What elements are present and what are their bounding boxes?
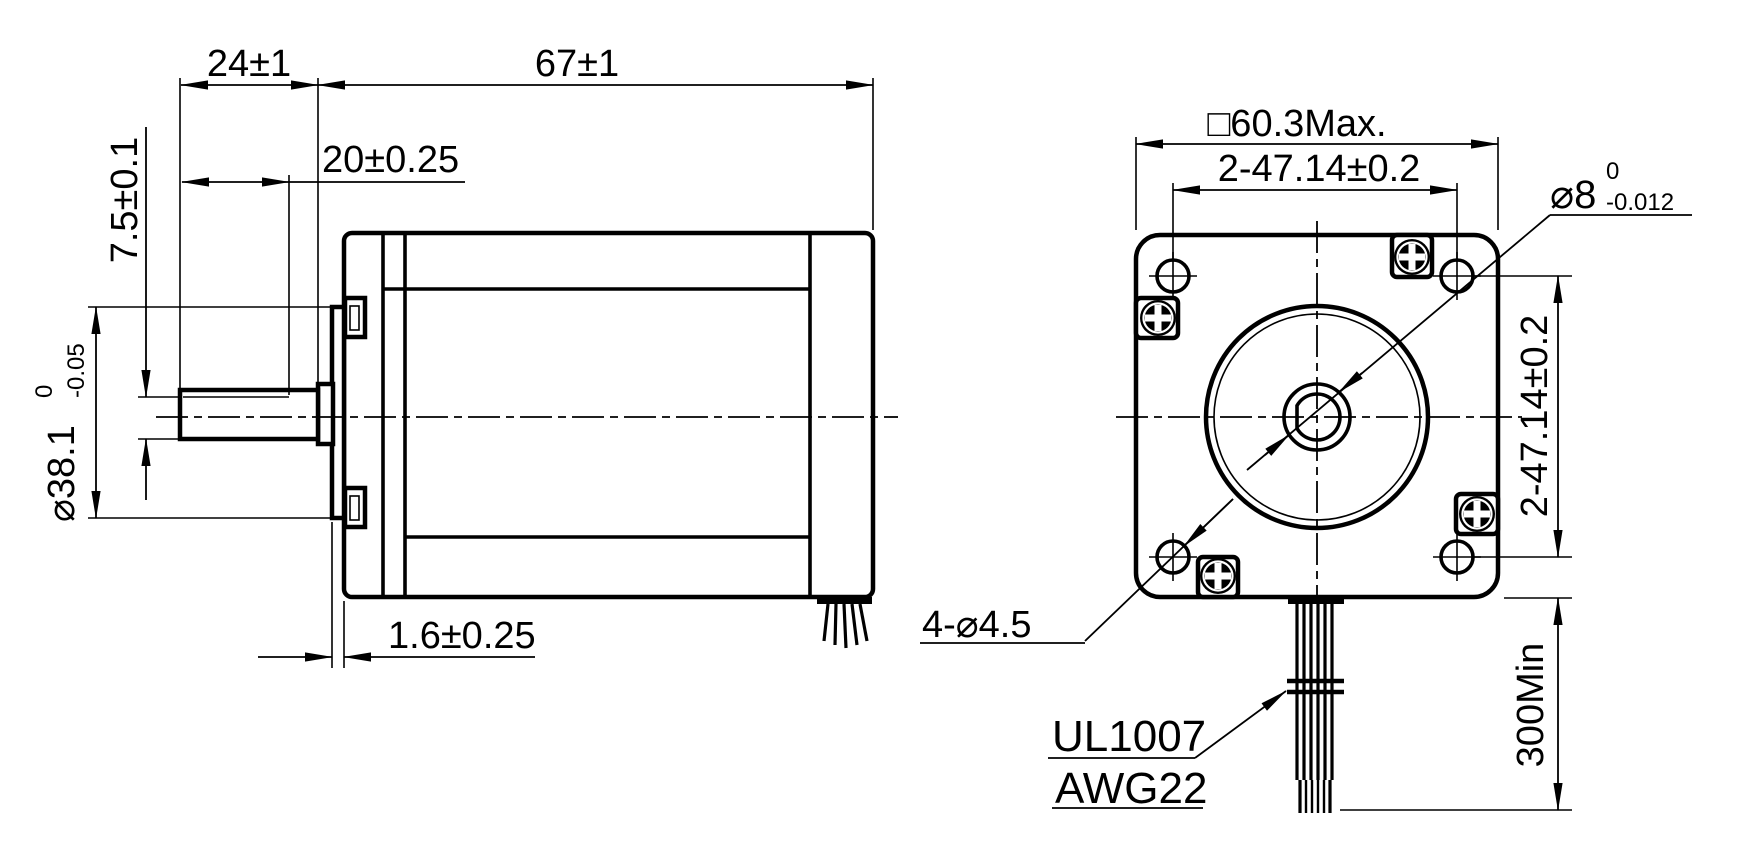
dim-label-24: 24±1 xyxy=(207,43,291,85)
dim-shaft-flat-height: 7.5±0.1 xyxy=(104,127,180,500)
dim-label-300: 300Min xyxy=(1510,643,1552,768)
wire-spec-line1: UL1007 xyxy=(1052,712,1206,761)
dim-label-4-5: 4-⌀4.5 xyxy=(922,604,1032,646)
side-view: 24±1 67±1 20±0.25 7.5±0.1 xyxy=(31,43,898,668)
dim-lead-length: 300Min xyxy=(1340,597,1572,811)
dim-label-38-1-tol-upper: 0 xyxy=(31,385,58,398)
dim-pilot-diameter: ⌀38.1 0 -0.05 xyxy=(31,306,333,522)
wire-collar-side xyxy=(817,597,872,604)
wire-collar-front xyxy=(1288,597,1344,604)
dim-label-47-h: 2-47.14±0.2 xyxy=(1218,148,1421,190)
front-tab-bottom xyxy=(342,485,368,530)
dim-hole-spacing-vertical: 2-47.14±0.2 xyxy=(1472,275,1572,558)
front-view: □60.3Max. 2-47.14±0.2 ⌀8 0 -0.012 2-47.1… xyxy=(920,103,1692,813)
dim-label-8: ⌀8 xyxy=(1550,173,1596,217)
shaft-circle-d-cut xyxy=(1295,392,1342,442)
dim-label-47-v: 2-47.14±0.2 xyxy=(1514,315,1556,518)
dim-mounting-holes: 4-⌀4.5 xyxy=(920,498,1234,646)
dim-label-8-tol-upper: 0 xyxy=(1606,158,1619,185)
dim-label-67: 67±1 xyxy=(535,43,619,85)
dim-label-60-3: □60.3Max. xyxy=(1207,103,1386,145)
assembly-screw-bottom-right xyxy=(1453,491,1501,537)
shaft-hub-circle xyxy=(1282,382,1352,452)
front-tab-top xyxy=(342,295,368,340)
dim-label-7-5: 7.5±0.1 xyxy=(104,137,146,264)
pilot-circle-outer xyxy=(1203,303,1431,531)
pilot-circle-inner xyxy=(1213,313,1421,521)
dim-shaft-extension: 24±1 xyxy=(179,43,319,388)
dim-label-1-6: 1.6±0.25 xyxy=(388,615,536,657)
wire-spec-label: UL1007 AWG22 xyxy=(1048,690,1287,813)
dim-label-38-1-tol-lower: -0.05 xyxy=(63,343,90,398)
dim-body-length: 67±1 xyxy=(317,43,874,230)
assembly-screw-bottom-left xyxy=(1195,554,1241,600)
cable-marker-band xyxy=(1287,678,1344,695)
lead-cable-front xyxy=(1287,597,1344,813)
assembly-screw-top-left xyxy=(1133,295,1181,341)
dim-label-20: 20±0.25 xyxy=(322,139,459,181)
dim-hole-spacing-horizontal: 2-47.14±0.2 xyxy=(1172,148,1458,262)
cable-stripped-ends xyxy=(1298,780,1332,813)
dim-pilot-thickness: 1.6±0.25 xyxy=(258,522,536,668)
dim-frame-size: □60.3Max. xyxy=(1135,103,1499,230)
assembly-screw-top-right xyxy=(1389,232,1435,280)
motor-shaft-side xyxy=(177,387,321,442)
dim-shaft-flat-length: 20±0.25 xyxy=(181,139,465,395)
wire-spec-line2: AWG22 xyxy=(1055,764,1207,813)
lead-wires-side xyxy=(817,597,872,649)
dim-label-38-1: ⌀38.1 xyxy=(41,425,83,522)
dim-shaft-diameter: ⌀8 0 -0.012 xyxy=(1246,158,1692,471)
dim-label-8-tol-lower: -0.012 xyxy=(1606,189,1674,216)
